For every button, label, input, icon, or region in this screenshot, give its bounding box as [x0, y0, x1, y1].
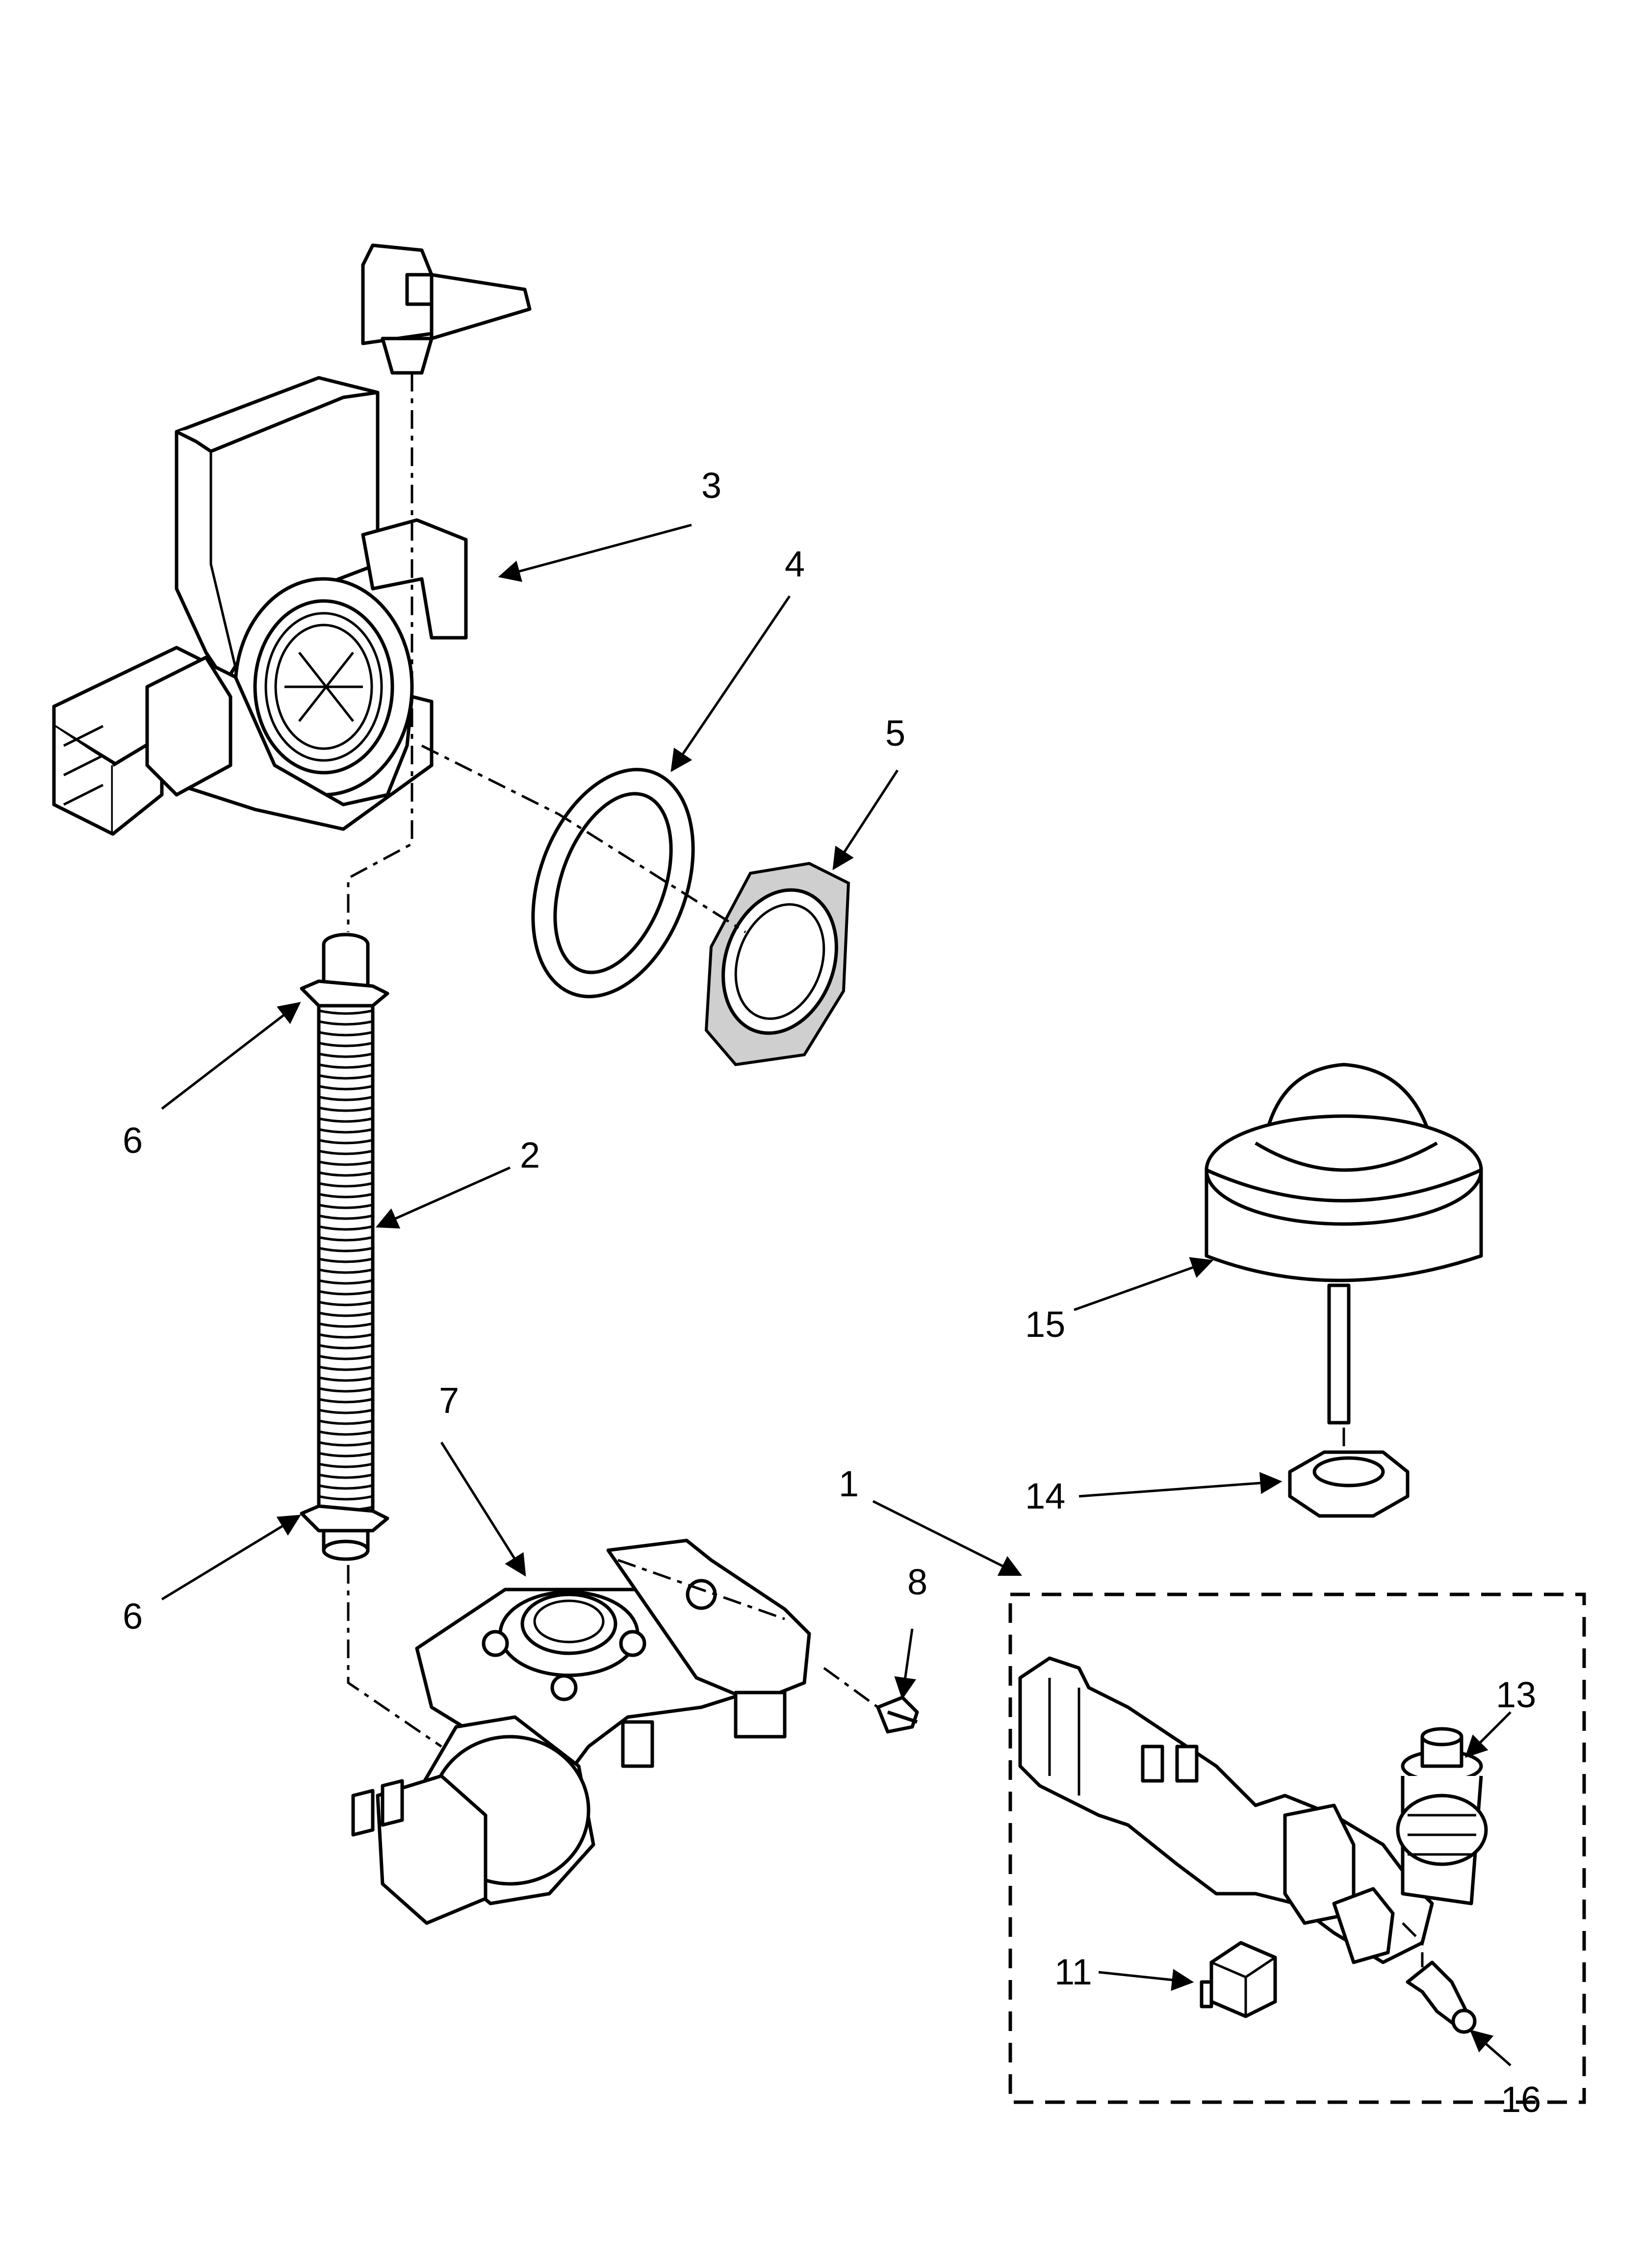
callout-3: 3	[701, 465, 721, 506]
callout-15: 15	[1025, 1304, 1065, 1345]
part-15-knob	[1205, 1063, 1483, 1425]
part-16-spring-clip	[1406, 1960, 1477, 2034]
part-4-gasket	[531, 768, 695, 998]
callout-5: 5	[885, 713, 905, 754]
part-11-micro-switch	[1200, 1941, 1277, 2018]
part-1-bracket-assembly	[1018, 1656, 1434, 1964]
leader-lines	[161, 523, 1512, 2066]
part-3-fill-funnel-housing	[52, 243, 532, 836]
callout-2: 2	[520, 1135, 540, 1175]
part-5-hex-nut	[704, 861, 850, 1067]
callout-6-lower: 6	[123, 1596, 143, 1637]
assembly-1-box	[1008, 1592, 1586, 2104]
callout-7: 7	[439, 1380, 459, 1421]
callout-13: 13	[1496, 1674, 1536, 1715]
part-7-inlet-valve	[351, 1538, 811, 1925]
part-8-screw	[876, 1695, 919, 1734]
callout-4: 4	[785, 544, 805, 584]
callout-11: 11	[1054, 1952, 1092, 1992]
callout-6-upper: 6	[123, 1120, 143, 1161]
part-13-pin-switch	[1396, 1727, 1488, 1905]
part-14-hex-nut	[1288, 1450, 1410, 1518]
callout-14: 14	[1025, 1476, 1065, 1516]
part-2-corrugated-hose	[300, 933, 389, 1561]
assembly-lines	[347, 373, 1424, 1967]
callout-labels: 3 4 5 6 2 6 7 8 1 15 14 13 11 16	[123, 465, 1541, 2120]
callout-8: 8	[907, 1562, 927, 1602]
callout-16: 16	[1501, 2079, 1541, 2120]
callout-1: 1	[839, 1463, 859, 1504]
